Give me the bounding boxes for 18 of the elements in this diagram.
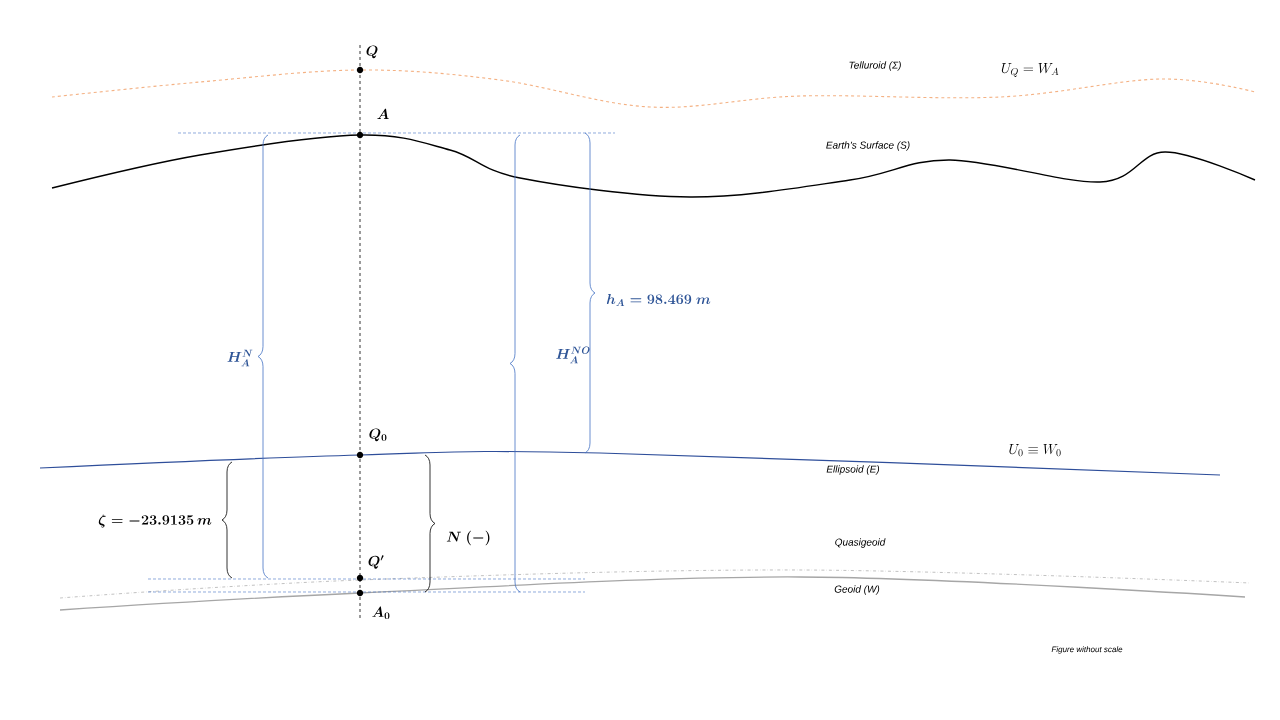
surface-label: Geoid (W) xyxy=(834,585,880,595)
surface-label: Quasigeoid xyxy=(835,538,886,548)
point-label: $Q_0$ xyxy=(369,428,387,442)
dimension-label: $H_A^{NO}$ xyxy=(556,346,590,364)
point-label: $Q$ xyxy=(366,45,378,59)
surface-label: Earth’s Surface (S) xyxy=(826,141,910,151)
dimension-label: $N\ (-)$ xyxy=(446,530,490,546)
formula-label: $U_Q = W_A$ xyxy=(1001,63,1059,77)
surface-label: Telluroid (Σ) xyxy=(849,61,901,71)
dimension-label: $H_A^N$ xyxy=(227,349,253,367)
point-label: $A_0$ xyxy=(372,606,390,620)
dimension-label: $h_A = 98.469\ m$ xyxy=(606,293,711,307)
note: Figure without scale xyxy=(1051,646,1123,654)
point-label: $Q'$ xyxy=(368,555,384,569)
dimension-label: $\zeta = -23.9135\, m$ xyxy=(98,514,212,528)
surface-label: Ellipsoid (E) xyxy=(826,465,880,475)
point-label: $A$ xyxy=(377,108,389,119)
formula-label: $U_0 \equiv W_0$ xyxy=(1009,444,1061,457)
